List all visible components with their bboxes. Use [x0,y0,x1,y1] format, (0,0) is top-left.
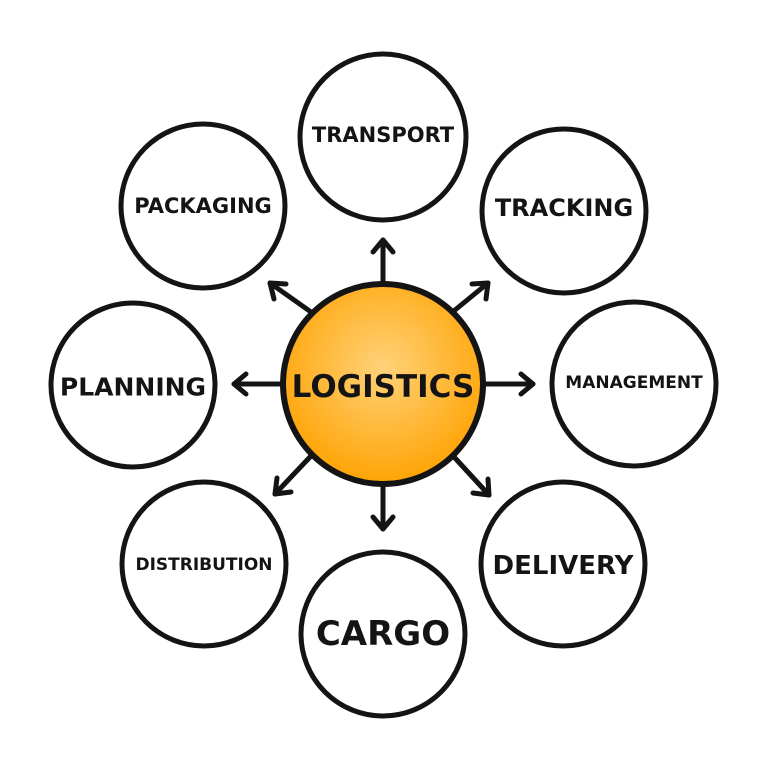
node-transport-label: TRANSPORT [312,123,455,147]
node-distribution-label: DISTRIBUTION [135,555,272,575]
node-management: MANAGEMENT [549,299,719,469]
node-packaging-label: PACKAGING [134,194,272,218]
node-delivery: DELIVERY [478,479,648,649]
node-planning-label: PLANNING [60,373,206,402]
arrow-to-packaging [267,280,314,315]
node-transport: TRANSPORT [297,51,469,223]
arrow-to-transport [370,237,396,286]
node-planning: PLANNING [48,300,218,470]
center-node-label: LOGISTICS [292,369,475,405]
node-cargo: CARGO [298,549,468,719]
arrow-to-delivery [452,455,492,498]
node-packaging: PACKAGING [118,121,288,291]
node-management-label: MANAGEMENT [565,373,703,393]
node-tracking-label: TRACKING [495,194,633,222]
node-delivery-label: DELIVERY [493,551,635,581]
node-distribution: DISTRIBUTION [119,479,289,649]
arrow-to-management [483,371,536,397]
arrow-to-distribution [272,454,313,497]
arrow-to-cargo [370,483,396,532]
node-tracking: TRACKING [479,126,649,296]
node-cargo-label: CARGO [316,614,450,654]
center-node: LOGISTICS [280,281,486,487]
arrow-to-planning [231,371,284,397]
arrow-to-tracking [452,280,491,313]
